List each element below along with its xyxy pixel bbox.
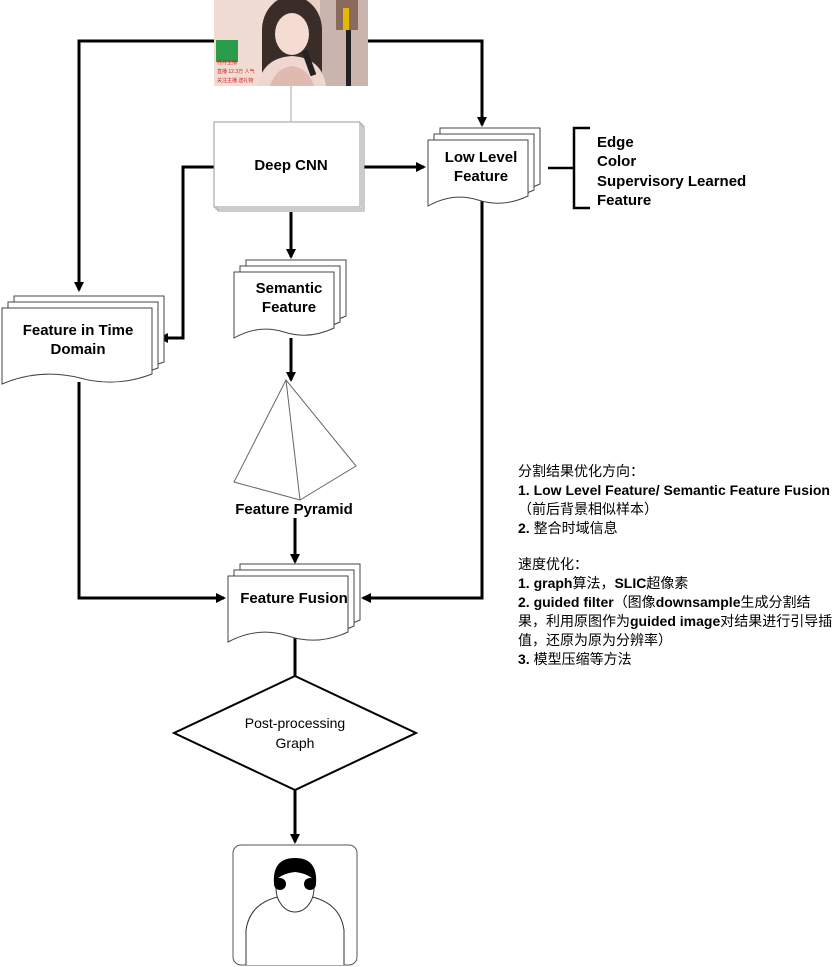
- note-text-run: 生成分割结果，利用原图作为: [518, 594, 811, 629]
- note-text-run: 2.: [518, 520, 534, 536]
- note-text-run: 1. Low Level Feature/ Semantic Feature F…: [518, 482, 830, 498]
- note-text-run: （前后背景相似样本）: [518, 501, 658, 517]
- feature-pyramid-shape: [233, 379, 357, 501]
- low-level-item-feature: Feature: [597, 192, 651, 209]
- note-text-run: downsample: [655, 594, 741, 610]
- arrows: [74, 39, 487, 844]
- low-level-item-supervisory: Supervisory Learned: [597, 173, 746, 190]
- low-level-feature-node: Low Level Feature: [427, 127, 541, 207]
- arrow-image-to-time-domain: [74, 39, 214, 292]
- segmentation-item-1: 1. Low Level Feature/ Semantic Feature F…: [518, 481, 836, 519]
- input-video-frame: 丹丹主播 直播 12.3万 人气 关注主播 送礼物: [214, 0, 368, 86]
- post-processing-label-line1: Post-processing: [245, 715, 345, 731]
- semantic-feature-node: Semantic Feature: [233, 259, 347, 339]
- low-level-label-line1: Low Level: [445, 149, 518, 166]
- time-domain-node: Feature in Time Domain: [1, 295, 165, 385]
- frame-overlay-text-3: 关注主播 送礼物: [217, 77, 253, 84]
- arrow-cnn-to-time-domain: [158, 165, 218, 343]
- note-text-run: （图像: [613, 594, 656, 610]
- feature-fusion-label: Feature Fusion: [240, 590, 348, 607]
- note-text-run: SLIC: [614, 575, 647, 591]
- note-text-run: 超像素: [646, 575, 689, 591]
- note-text-run: 1. graph: [518, 575, 573, 591]
- arrow-time-domain-to-fusion: [77, 382, 226, 603]
- semantic-label-line2: Feature: [262, 299, 316, 316]
- note-text-run: 整合时域信息: [533, 520, 618, 536]
- frame-overlay-text-2: 直播 12.3万 人气: [217, 68, 255, 75]
- speed-item-2: 2. guided filter（图像downsample生成分割结果，利用原图…: [518, 593, 836, 650]
- feature-pyramid-label: Feature Pyramid: [235, 501, 353, 518]
- time-domain-label-line1: Feature in Time: [23, 322, 134, 339]
- speed-heading: 速度优化：: [518, 556, 588, 572]
- post-processing-label-line2: Graph: [276, 735, 315, 751]
- note-text-run: 3.: [518, 651, 534, 667]
- feature-fusion-node: Feature Fusion: [227, 563, 361, 643]
- low-level-label-line2: Feature: [454, 168, 508, 185]
- note-text-run: 对结果进行引导插值，还原为原为分辨率）: [518, 613, 833, 648]
- segmentation-heading: 分割结果优化方向：: [518, 463, 644, 479]
- speed-notes: 速度优化： 1. graph算法，SLIC超像素 2. guided filte…: [518, 555, 836, 669]
- note-text-run: guided image: [630, 613, 721, 629]
- segmentation-item-2: 2. 整合时域信息: [518, 519, 836, 538]
- low-level-bracket: [548, 126, 590, 210]
- segmentation-notes: 分割结果优化方向： 1. Low Level Feature/ Semantic…: [518, 462, 836, 538]
- post-processing-node: Post-processing Graph: [171, 674, 419, 792]
- note-text-run: 模型压缩等方法: [533, 651, 632, 667]
- output-person-icon: [232, 844, 358, 966]
- low-level-item-edge: Edge: [597, 134, 634, 151]
- low-level-item-color: Color: [597, 153, 636, 170]
- speed-item-3: 3. 模型压缩等方法: [518, 650, 836, 669]
- note-text-run: 2. guided filter: [518, 594, 614, 610]
- notes-panel: 分割结果优化方向： 1. Low Level Feature/ Semantic…: [518, 462, 836, 686]
- note-text-run: 算法，: [572, 575, 615, 591]
- deep-cnn-label: Deep CNN: [254, 157, 327, 174]
- frame-overlay-text-1: 丹丹主播: [217, 59, 237, 66]
- semantic-label-line1: Semantic: [256, 280, 323, 297]
- speed-item-1: 1. graph算法，SLIC超像素: [518, 574, 836, 593]
- time-domain-label-line2: Domain: [50, 341, 105, 358]
- arrow-image-to-low-level: [368, 39, 487, 127]
- arrow-low-level-to-fusion: [361, 198, 484, 603]
- deep-cnn-node: Deep CNN: [213, 121, 365, 212]
